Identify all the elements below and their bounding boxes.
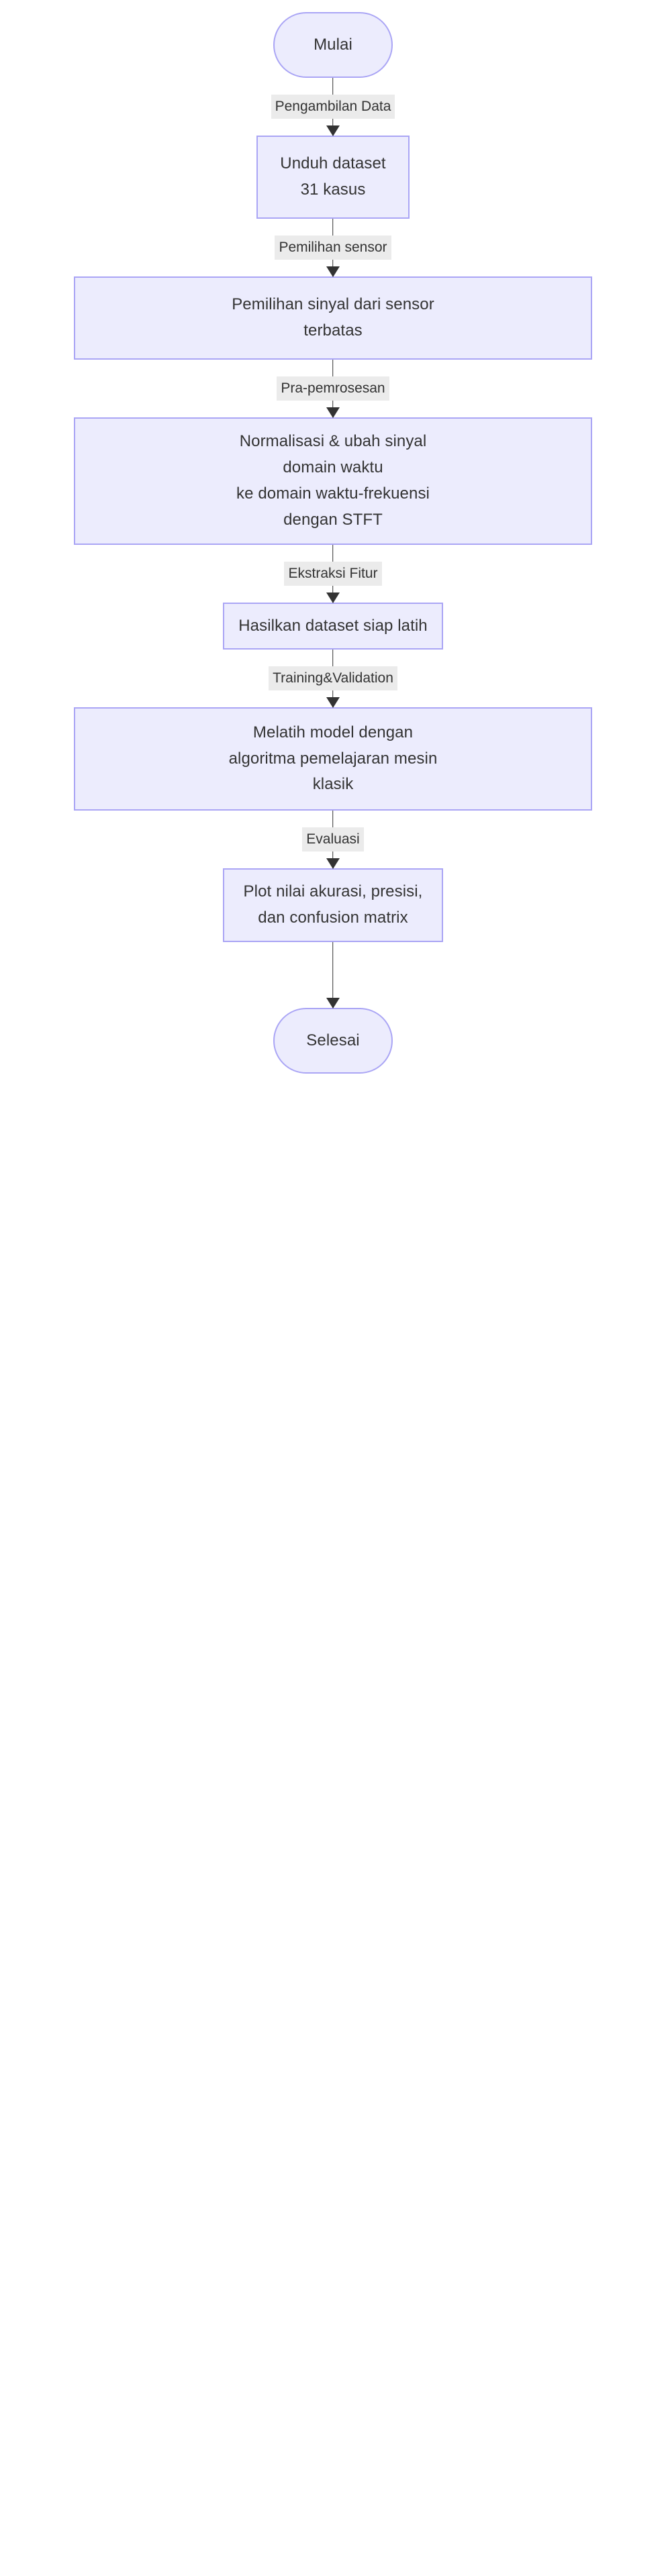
node-dataset-ready-line-1: Hasilkan dataset siap latih	[238, 616, 428, 635]
edge-stft-to-ready: Ekstraksi Fitur	[0, 545, 666, 603]
node-normalisasi-stft-line-1: Normalisasi & ubah sinyal	[239, 432, 427, 451]
node-start-line-1: Mulai	[314, 35, 352, 54]
edge-label-pengambilan-data: Pengambilan Data	[271, 94, 395, 119]
node-signal-selection-line-1: Pemilihan sinyal dari sensor	[232, 295, 434, 314]
edge-label-ekstraksi-fitur: Ekstraksi Fitur	[284, 561, 382, 586]
node-normalisasi-stft-line-2: domain waktu	[283, 458, 383, 477]
node-download-dataset[interactable]: Unduh dataset 31 kasus	[256, 136, 410, 219]
edge-plot-to-end	[0, 942, 666, 1009]
edge-download-to-select: Pemilihan sensor	[0, 219, 666, 277]
arrow-head-icon	[326, 125, 340, 136]
node-train-model-line-3: klasik	[312, 775, 354, 794]
node-start[interactable]: Mulai	[273, 12, 393, 78]
edge-line	[332, 942, 334, 1008]
edge-ready-to-train: Training&Validation	[0, 650, 666, 708]
arrow-head-icon	[326, 266, 340, 277]
node-normalisasi-stft[interactable]: Normalisasi & ubah sinyal domain waktu k…	[74, 417, 592, 545]
edge-label-evaluasi: Evaluasi	[302, 827, 364, 852]
arrow-head-icon	[326, 858, 340, 869]
node-train-model-line-1: Melatih model dengan	[252, 723, 414, 741]
edge-start-to-download: Pengambilan Data	[0, 78, 666, 136]
arrow-head-icon	[326, 697, 340, 708]
node-end-line-1: Selesai	[306, 1031, 360, 1049]
node-train-model[interactable]: Melatih model dengan algoritma pemelajar…	[74, 707, 592, 811]
node-train-model-line-2: algoritma pemelajaran mesin	[228, 749, 438, 768]
node-normalisasi-stft-line-4: dengan STFT	[283, 510, 383, 529]
edge-select-to-stft: Pra-pemrosesan	[0, 360, 666, 418]
arrow-head-icon	[326, 593, 340, 603]
edge-label-pemilihan-sensor: Pemilihan sensor	[275, 235, 391, 260]
node-plot-metrics-line-2: dan confusion matrix	[258, 909, 408, 927]
node-download-dataset-line-1: Unduh dataset	[280, 154, 386, 173]
node-signal-selection[interactable]: Pemilihan sinyal dari sensor terbatas	[74, 276, 592, 360]
arrow-head-icon	[326, 407, 340, 418]
node-normalisasi-stft-line-3: ke domain waktu-frekuensi	[236, 484, 430, 503]
node-download-dataset-line-2: 31 kasus	[300, 181, 366, 199]
node-plot-metrics-line-1: Plot nilai akurasi, presisi,	[243, 882, 423, 901]
node-signal-selection-line-2: terbatas	[303, 321, 363, 340]
node-plot-metrics[interactable]: Plot nilai akurasi, presisi, dan confusi…	[223, 868, 443, 942]
node-dataset-ready[interactable]: Hasilkan dataset siap latih	[223, 603, 443, 650]
edge-label-training-validation: Training&Validation	[269, 666, 397, 691]
edge-label-pra-pemrosesan: Pra-pemrosesan	[277, 376, 389, 401]
node-end[interactable]: Selesai	[273, 1008, 393, 1074]
edge-train-to-plot: Evaluasi	[0, 811, 666, 869]
arrow-head-icon	[326, 998, 340, 1009]
